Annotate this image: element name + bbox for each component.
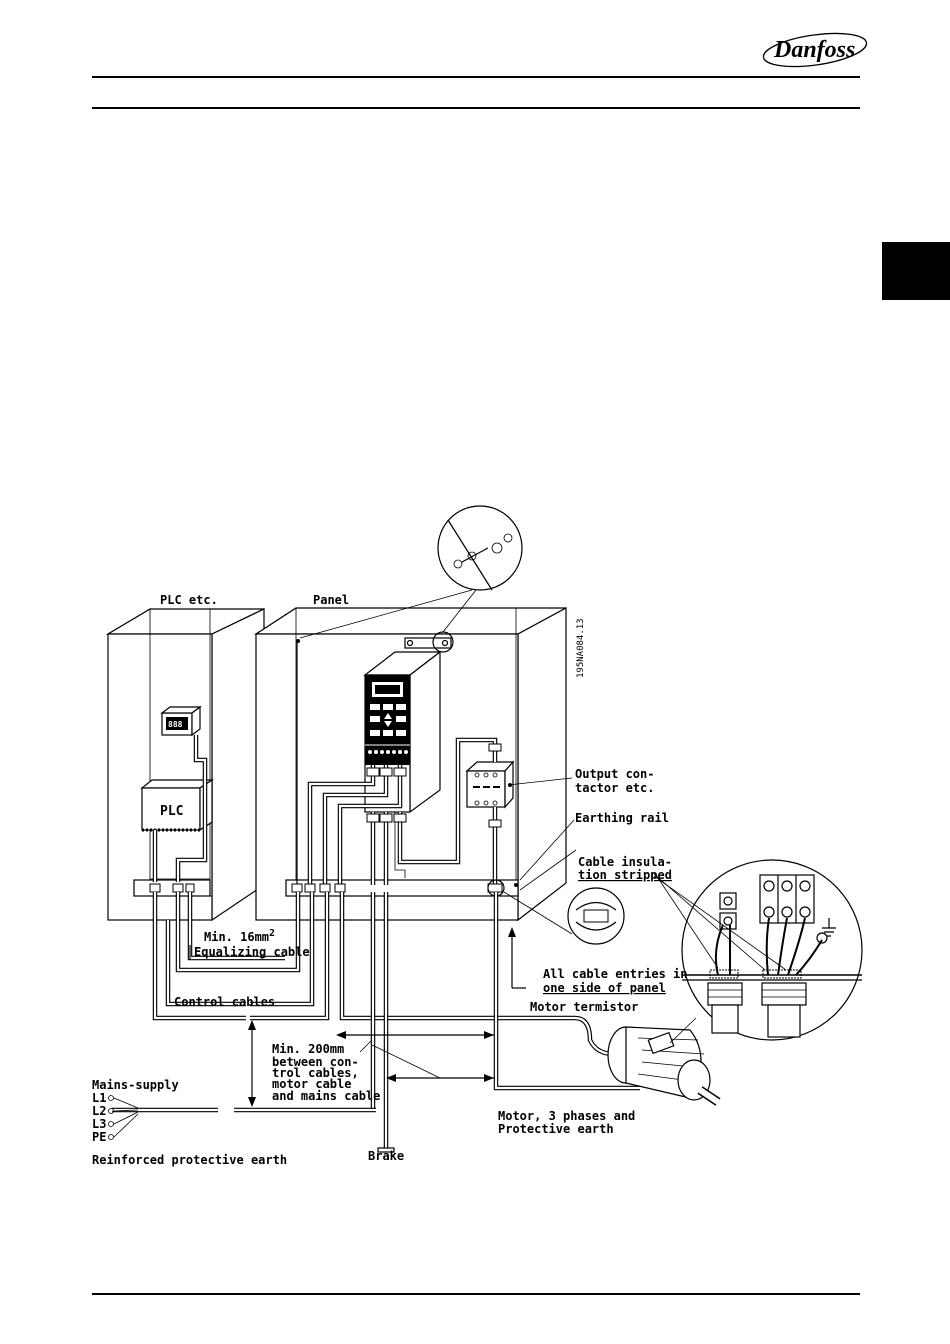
detail-callouts bbox=[299, 505, 863, 1044]
diagram-labels: PLC etc. Panel Output con- tactor etc. E… bbox=[92, 593, 688, 1167]
label-pe: PE bbox=[92, 1130, 106, 1144]
label-motor-termistor: Motor termistor bbox=[530, 1000, 638, 1014]
brand-logo-text: Danfoss bbox=[773, 37, 855, 63]
display-unit: 888 bbox=[160, 705, 202, 737]
label-plc-etc: PLC etc. bbox=[160, 593, 218, 607]
label-reinforced-earth: Reinforced protective earth bbox=[92, 1153, 287, 1167]
label-motor-1: Motor, 3 phases and bbox=[498, 1109, 635, 1123]
label-equalizing-cable: Equalizing cable bbox=[194, 945, 310, 959]
panel-internal-cables bbox=[291, 641, 505, 897]
label-panel: Panel bbox=[313, 593, 349, 607]
plc-cabinet bbox=[105, 608, 265, 922]
label-output-contactor-1: Output con- bbox=[575, 767, 654, 781]
dimension-arrows bbox=[189, 927, 526, 1107]
figure-code: 195NA084.13 bbox=[576, 618, 586, 678]
label-output-contactor-2: tactor etc. bbox=[575, 781, 654, 795]
label-motor-2: Protective earth bbox=[498, 1122, 614, 1136]
label-brake: Brake bbox=[368, 1149, 404, 1163]
label-l2: L2 bbox=[92, 1104, 106, 1118]
header-rule-top bbox=[92, 76, 860, 78]
footer-rule bbox=[92, 1293, 860, 1295]
plc-box-label: PLC bbox=[160, 804, 183, 819]
output-contactor bbox=[465, 760, 515, 809]
mains-terminals bbox=[108, 1095, 139, 1140]
label-l1: L1 bbox=[92, 1091, 106, 1105]
label-control-cables: Control cables bbox=[174, 995, 275, 1009]
label-min-200-2: between con- bbox=[272, 1055, 359, 1069]
label-min-200-5: and mains cable bbox=[272, 1089, 380, 1103]
label-all-entries-2: one side of panel bbox=[543, 981, 666, 995]
mounting-bracket bbox=[404, 631, 454, 653]
label-l3: L3 bbox=[92, 1117, 106, 1131]
danfoss-logo: Danfoss bbox=[762, 32, 868, 68]
plc-unit: PLC bbox=[140, 778, 214, 832]
label-min-200-4: motor cable bbox=[272, 1077, 351, 1091]
header-rule-bottom bbox=[92, 107, 860, 109]
label-mains-supply: Mains-supply bbox=[92, 1078, 179, 1092]
label-min-16mm: Min. 16mm2 bbox=[204, 928, 275, 944]
label-earthing-rail: Earthing rail bbox=[575, 811, 669, 825]
label-min-200-3: trol cables, bbox=[272, 1066, 359, 1080]
frequency-converter bbox=[363, 650, 442, 814]
chapter-tab bbox=[882, 242, 950, 300]
label-min-200-1: Min. 200mm bbox=[272, 1042, 344, 1056]
label-all-entries-1: All cable entries in bbox=[543, 967, 688, 981]
svg-text:888: 888 bbox=[168, 720, 183, 729]
motor bbox=[607, 1026, 721, 1106]
label-cable-insulation-1: Cable insula- bbox=[578, 855, 672, 869]
label-cable-insulation-2: tion stripped bbox=[578, 868, 672, 882]
plc-cables bbox=[149, 735, 208, 912]
